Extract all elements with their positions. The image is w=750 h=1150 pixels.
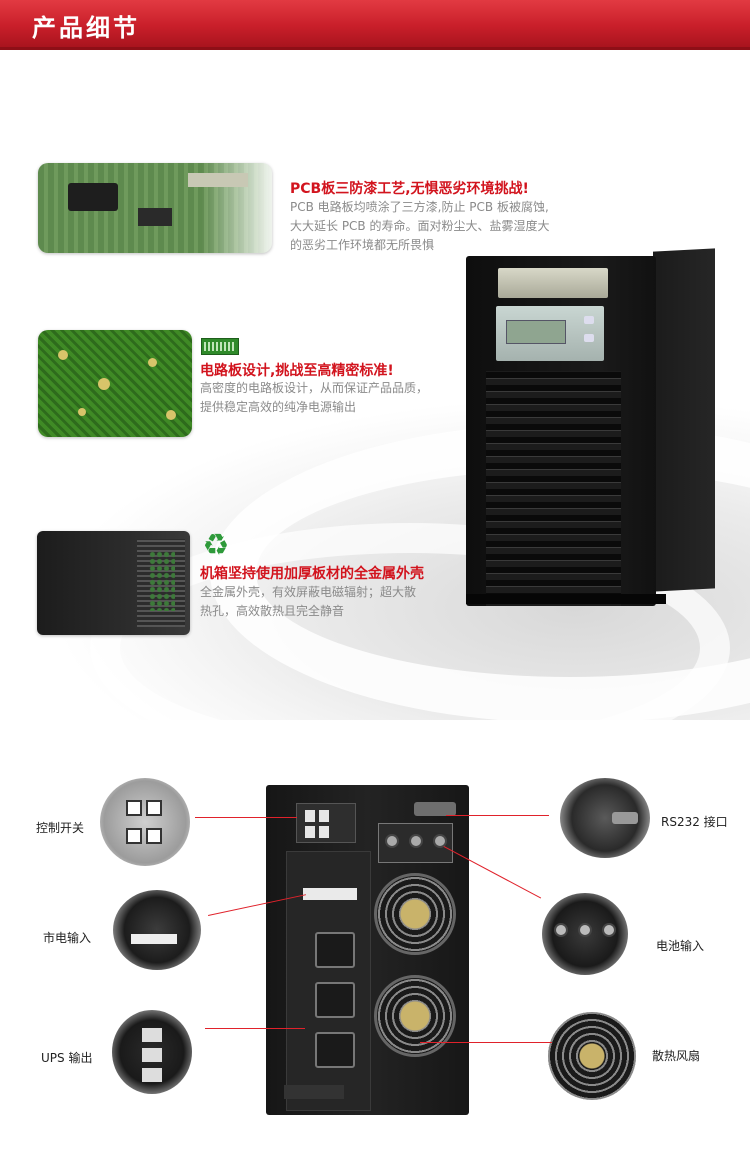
label-rs232: RS232 接口 <box>661 815 728 829</box>
chip-icon <box>201 338 239 355</box>
callout-line-rs232 <box>446 815 549 816</box>
page-title: 产品细节 <box>32 14 140 42</box>
callout-line-cooling-fan <box>420 1042 552 1043</box>
feature-body-pcb-design: 高密度的电路板设计，从而保证产品品质， 提供稳定高效的纯净电源输出 <box>200 381 429 414</box>
metal-case-image <box>37 531 190 635</box>
label-control-switch: 控制开关 <box>36 821 85 835</box>
feature-title-pcb-design: 电路板设计,挑战至高精密标准! <box>200 363 394 379</box>
pcb-coating-image <box>38 163 272 253</box>
battery-input-closeup <box>542 893 628 975</box>
feature-title-pcb-coating: PCB板三防漆工艺,无惧恶劣环境挑战! <box>290 181 529 197</box>
feature-title-metal-case: 机箱坚持使用加厚板材的全金属外壳 <box>200 566 424 582</box>
label-battery-input: 电池输入 <box>656 939 705 953</box>
ups-tower-image <box>466 242 718 606</box>
mains-input-closeup <box>113 890 201 970</box>
label-ups-output: UPS 输出 <box>41 1051 93 1065</box>
callout-line-ups-output <box>205 1028 305 1029</box>
ups-rear-panel-image <box>266 785 469 1115</box>
control-switch-closeup <box>100 778 190 866</box>
cooling-fan-closeup <box>548 1012 636 1100</box>
ups-output-closeup <box>112 1010 192 1094</box>
recycle-icon: ♻ <box>202 528 230 563</box>
label-cooling-fan: 散热风扇 <box>652 1049 701 1063</box>
feature-body-metal-case: 全金属外壳，有效屏蔽电磁辐射；超大散 热孔，高效散热且完全静音 <box>200 585 417 618</box>
feature-section: ♻ PCB板三防漆工艺,无惧恶劣环境挑战! PCB 电路板均喷涂了三方漆,防止 … <box>0 53 750 720</box>
rs232-closeup <box>560 778 650 858</box>
header-bar: 产品细节 <box>0 0 750 50</box>
callout-line-control-switch <box>195 817 297 818</box>
pcb-design-image <box>38 330 192 437</box>
label-mains-input: 市电输入 <box>43 931 92 945</box>
feature-body-pcb-coating: PCB 电路板均喷涂了三方漆,防止 PCB 板被腐蚀, 大大延长 PCB 的寿命… <box>290 200 550 252</box>
